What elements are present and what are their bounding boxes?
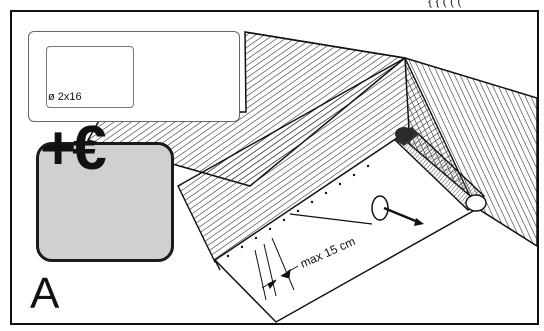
extra-cost-label: +€ — [40, 118, 103, 180]
top-edge-glyphs: { { ( ( ( — [428, 0, 461, 8]
section-letter: A — [30, 272, 59, 316]
nail-size-label: ø 2x16 — [48, 91, 82, 103]
